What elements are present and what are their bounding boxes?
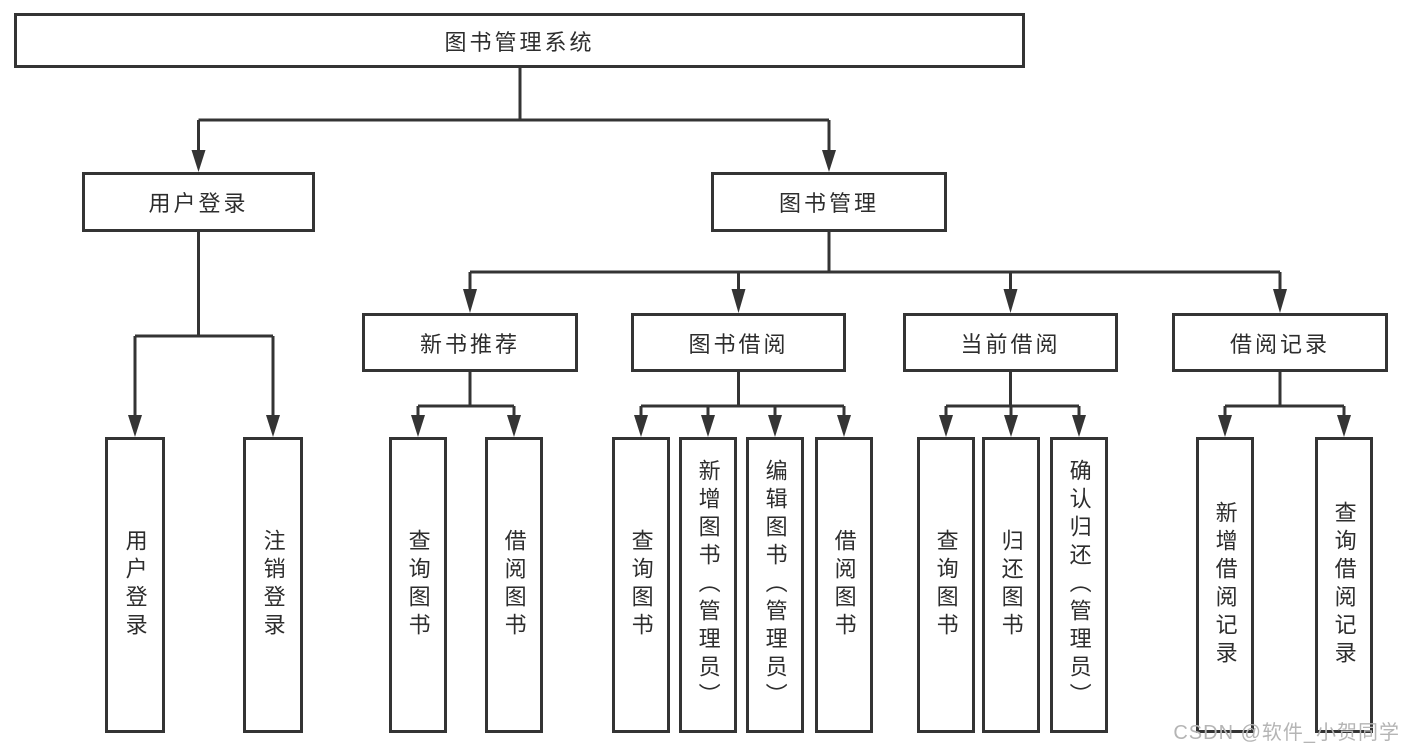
leaf-confirm-return-admin: 确认归还（管理员）	[1050, 437, 1108, 733]
node-user-login: 用户登录	[82, 172, 315, 232]
leaf-borrow-books: 借阅图书	[815, 437, 873, 733]
leaf-user-login: 用户登录	[105, 437, 165, 733]
leaf-add-borrow-record: 新增借阅记录	[1196, 437, 1254, 733]
leaf-add-books-admin: 新增图书（管理员）	[679, 437, 737, 733]
node-book-management: 图书管理	[711, 172, 947, 232]
csdn-watermark: CSDN @软件_小贺同学	[1173, 722, 1400, 744]
leaf-return-books: 归还图书	[982, 437, 1040, 733]
node-new-book-recommendation: 新书推荐	[362, 313, 578, 372]
node-book-management-system: 图书管理系统	[14, 13, 1025, 68]
node-current-borrowing: 当前借阅	[903, 313, 1118, 372]
leaf-query-borrow-record: 查询借阅记录	[1315, 437, 1373, 733]
leaf-query-books-borrowing: 查询图书	[612, 437, 670, 733]
leaf-logout: 注销登录	[243, 437, 303, 733]
leaf-borrow-books-recommend: 借阅图书	[485, 437, 543, 733]
node-book-borrowing: 图书借阅	[631, 313, 846, 372]
leaf-query-books-current: 查询图书	[917, 437, 975, 733]
leaf-query-books-recommend: 查询图书	[389, 437, 447, 733]
leaf-edit-books-admin: 编辑图书（管理员）	[746, 437, 804, 733]
node-borrowing-records: 借阅记录	[1172, 313, 1388, 372]
